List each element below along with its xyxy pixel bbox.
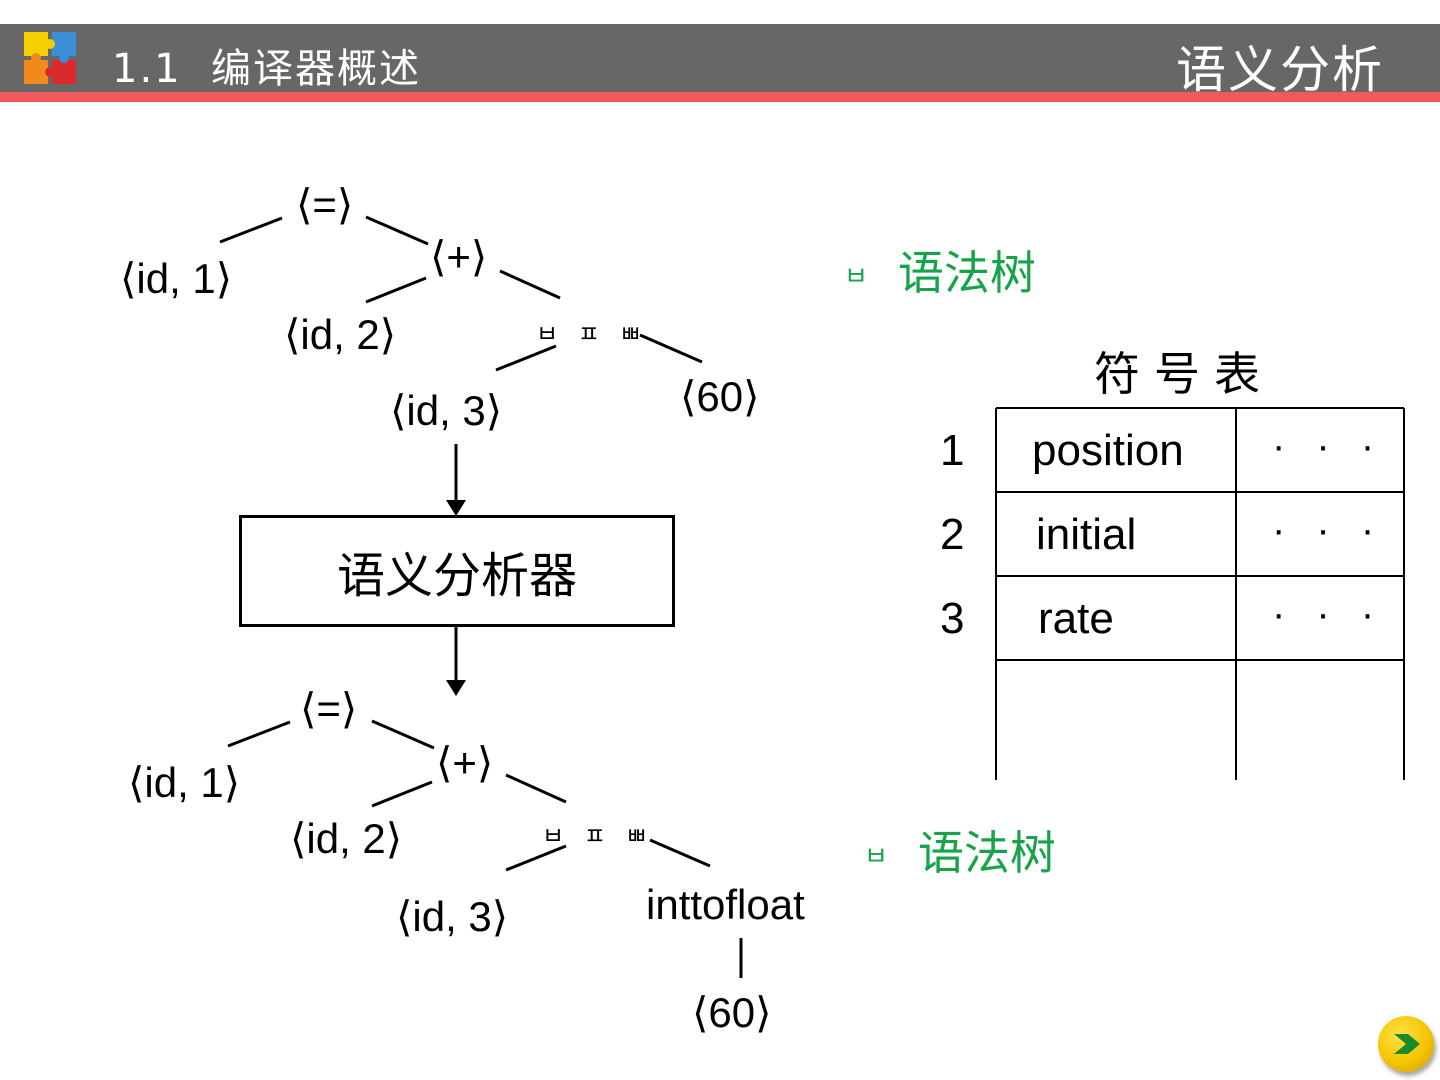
header-accent-line <box>0 92 1440 102</box>
tree-top-id2-node: ⟨id, 2⟩ <box>284 311 397 358</box>
symbol-table-row-info: · · · <box>1272 424 1385 468</box>
symbol-table-row-index: 2 <box>940 510 965 559</box>
tree-top-num-node: ⟨60⟩ <box>680 373 760 420</box>
symbol-table-title: 符号表 <box>1094 347 1274 401</box>
tree-bottom-id2-node: ⟨id, 2⟩ <box>290 815 403 862</box>
tree-top-assign-node: ⟨=⟩ <box>296 181 354 228</box>
header-bar <box>0 24 1440 92</box>
symbol-table-row-index: 3 <box>940 594 965 643</box>
symbol-table-row-info: · · · <box>1272 592 1385 636</box>
semantic-analyzer-box: 语义分析器 <box>239 515 675 627</box>
symbol-table-row-index: 1 <box>940 426 965 475</box>
tree-top-id3-node: ⟨id, 3⟩ <box>390 387 503 434</box>
tree-bottom-num-node: ⟨60⟩ <box>692 989 772 1036</box>
tree-top-mult-node: ㅂ ㅍ ㅃ <box>536 320 648 348</box>
tree-top-note-label: 语法树 <box>897 246 1036 300</box>
page-title: 语义分析 <box>1176 41 1384 99</box>
tree-bottom-id3-node: ⟨id, 3⟩ <box>396 893 509 940</box>
symbol-table-row-name: initial <box>1036 510 1137 559</box>
tree-top-id1-node: ⟨id, 1⟩ <box>120 255 233 302</box>
symbol-table-row-name: position <box>1032 426 1184 475</box>
semantic-analyzer-label: 语义分析器 <box>336 548 577 604</box>
puzzle-logo-icon <box>24 32 76 84</box>
tree-bottom-conv-node: inttofloat <box>646 881 805 928</box>
section-title: 1.1 编译器概述 <box>112 46 422 92</box>
tree-bottom-id1-node: ⟨id, 1⟩ <box>128 759 241 806</box>
tree-bottom-assign-node: ⟨=⟩ <box>300 685 358 732</box>
note-bullet-icon: ㅂ <box>844 261 868 292</box>
next-slide-button[interactable] <box>1378 1016 1434 1072</box>
tree-bottom-note-label: 语法树 <box>917 826 1056 880</box>
symbol-table-row-name: rate <box>1038 594 1114 643</box>
symbol-table-row-info: · · · <box>1272 508 1385 552</box>
tree-top-plus-node: ⟨+⟩ <box>430 233 488 280</box>
tree-bottom-plus-node: ⟨+⟩ <box>436 739 494 786</box>
next-arrow-icon <box>1394 1034 1420 1054</box>
tree-bottom-mult-node: ㅂ ㅍ ㅃ <box>542 822 654 850</box>
note-bullet-icon: ㅂ <box>864 841 888 872</box>
